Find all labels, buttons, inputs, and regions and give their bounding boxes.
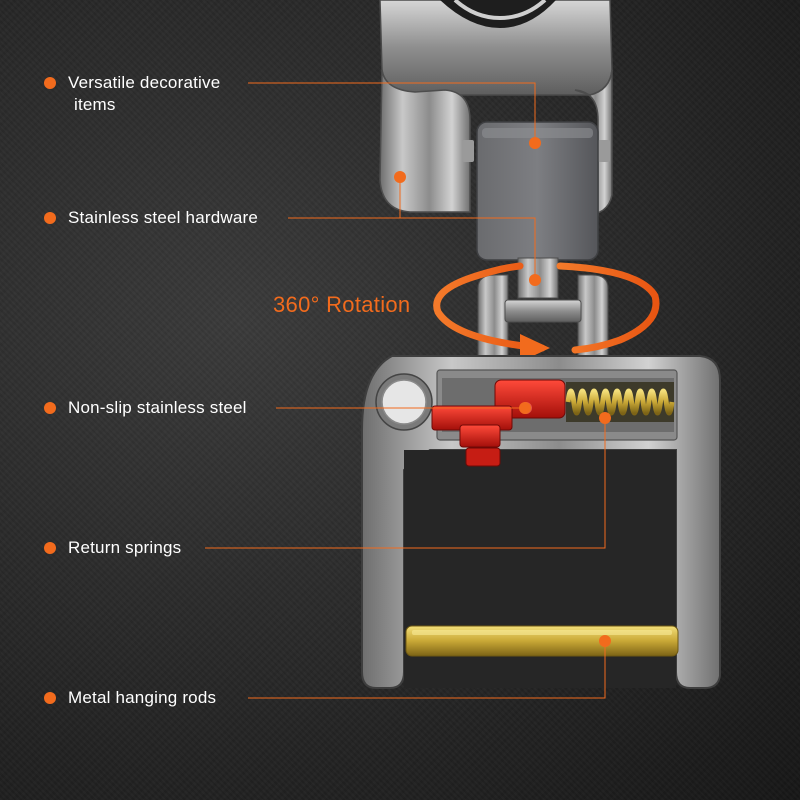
bullet-dot-icon [44, 542, 56, 554]
bullet-dot-icon [44, 212, 56, 224]
label-360-rotation: 360° Rotation [273, 292, 411, 317]
top-head [379, 0, 613, 261]
bullet-dot-icon [44, 77, 56, 89]
leader-dots [394, 137, 611, 647]
label-metal-hanging-rods: Metal hanging rods [44, 687, 216, 709]
label-return-springs: Return springs [44, 537, 181, 559]
bullet-dot-icon [44, 402, 56, 414]
label-stainless-steel-hardware: Stainless steel hardware [44, 207, 258, 229]
leader-lines [205, 82, 606, 699]
bullet-dot-icon [44, 692, 56, 704]
hanging-rod [405, 625, 679, 657]
latch-icon [431, 379, 566, 467]
label-non-slip-stainless-steel: Non-slip stainless steel [44, 397, 247, 419]
spring-icon [565, 382, 675, 422]
label-versatile-decorative-items: Versatile decorative items [44, 72, 220, 116]
